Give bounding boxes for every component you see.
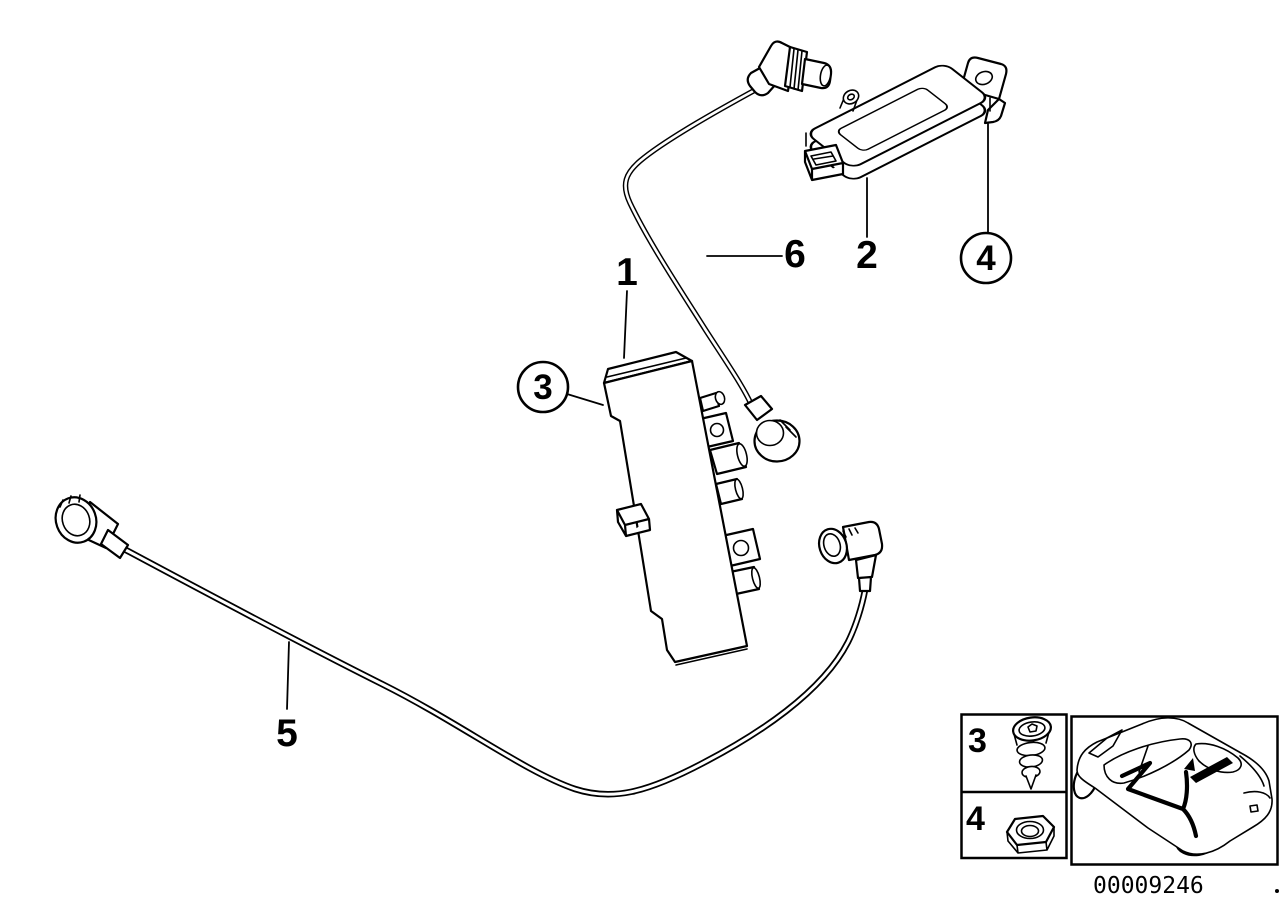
callout-4[interactable]: 4 bbox=[959, 123, 1013, 285]
cable-6-plug-knurl bbox=[779, 419, 797, 438]
module-front-face bbox=[602, 359, 749, 664]
amp-label-area bbox=[837, 87, 948, 151]
socket-hole bbox=[709, 422, 725, 438]
callout-6[interactable]: 6 bbox=[706, 233, 806, 276]
legend-ref-3[interactable]: 3 bbox=[968, 722, 987, 760]
car-greenhouse bbox=[1088, 729, 1271, 813]
hex-nut-icon bbox=[1005, 814, 1056, 854]
amplifier-module bbox=[746, 40, 1008, 182]
nut-hole bbox=[1020, 824, 1040, 838]
cable-6-ferrule bbox=[743, 394, 774, 422]
callout-6-label[interactable]: 6 bbox=[784, 233, 806, 276]
screw-head-top bbox=[1018, 721, 1046, 737]
callout-3-circle[interactable] bbox=[516, 360, 570, 414]
cable-6-core bbox=[624, 87, 759, 406]
legend-ref-4[interactable]: 4 bbox=[966, 800, 985, 838]
diversity-module bbox=[602, 350, 762, 666]
cable-6-outline bbox=[622, 86, 760, 407]
cable-6-plug-face bbox=[755, 419, 785, 447]
coax-elbow-ferrule bbox=[746, 66, 778, 97]
callout-3[interactable]: 3 bbox=[516, 360, 604, 414]
legend-frame bbox=[960, 713, 1068, 860]
amp-stud-cap bbox=[842, 89, 860, 105]
callout-5-label[interactable]: 5 bbox=[276, 712, 298, 755]
callout-1-label[interactable]: 1 bbox=[616, 251, 638, 294]
car-rear-three-quarter-icon bbox=[1072, 717, 1273, 857]
pin-cap bbox=[714, 390, 726, 406]
car-shelf-amplifier-mark bbox=[1184, 757, 1233, 783]
pin-cap bbox=[750, 566, 762, 590]
module-clip bbox=[615, 502, 652, 538]
callout-2-label[interactable]: 2 bbox=[856, 234, 878, 277]
nut-thickness bbox=[1006, 826, 1055, 854]
screw-tip bbox=[1025, 774, 1037, 790]
callout-5-leader bbox=[286, 641, 290, 710]
callout-4-circle[interactable] bbox=[959, 231, 1013, 285]
amp-plug-slot bbox=[810, 151, 837, 166]
diagram-number: 00009246 bbox=[1093, 873, 1204, 899]
diagram-number-dot bbox=[1275, 889, 1279, 893]
callout-2[interactable]: 2 bbox=[856, 177, 878, 277]
cable-5-left-knurl bbox=[59, 494, 81, 508]
cable-5-right-cap-face bbox=[822, 532, 842, 558]
module-bottom-edge bbox=[675, 648, 748, 666]
amp-edge-lines bbox=[805, 97, 991, 147]
amp-stud-tip bbox=[846, 93, 856, 101]
cable-6 bbox=[622, 86, 801, 463]
pin-cap bbox=[734, 478, 744, 500]
amp-tab-flange bbox=[983, 97, 1007, 125]
car-location-thumbnail bbox=[1070, 715, 1279, 866]
callout-3-label[interactable]: 3 bbox=[533, 368, 552, 407]
module-top-bevel bbox=[606, 357, 687, 378]
legend-row-screw[interactable]: 3 bbox=[968, 715, 1052, 790]
amp-tab-hole bbox=[974, 70, 994, 86]
cable-5-left-ferrule bbox=[99, 528, 130, 560]
callout-5[interactable]: 5 bbox=[276, 641, 298, 755]
callout-1[interactable]: 1 bbox=[616, 251, 638, 359]
coax-barrel-mouth bbox=[819, 64, 832, 87]
screw-recess bbox=[1027, 723, 1038, 733]
self-tapping-screw-icon bbox=[1012, 716, 1052, 790]
thumbnail-frame bbox=[1070, 715, 1279, 866]
cable-5-core bbox=[122, 547, 867, 796]
coax-knurl-lines bbox=[789, 48, 803, 91]
cable-5-right-knurl bbox=[842, 527, 859, 538]
callout-4-label[interactable]: 4 bbox=[976, 239, 996, 278]
amp-plug-housing bbox=[803, 143, 845, 182]
socket-hole bbox=[732, 539, 750, 557]
cable-5-left-cap-face bbox=[61, 503, 91, 537]
callout-1-leader bbox=[623, 290, 628, 359]
car-body bbox=[1076, 717, 1273, 855]
fastener-legend: 3 4 bbox=[960, 713, 1068, 860]
car-antenna-routing bbox=[1119, 760, 1199, 839]
cable-5 bbox=[54, 494, 884, 798]
callout-3-leader bbox=[566, 393, 604, 406]
cable-5-right-elbow bbox=[854, 553, 878, 593]
legend-row-nut[interactable]: 4 bbox=[966, 800, 1056, 854]
pin-cap bbox=[736, 442, 748, 468]
